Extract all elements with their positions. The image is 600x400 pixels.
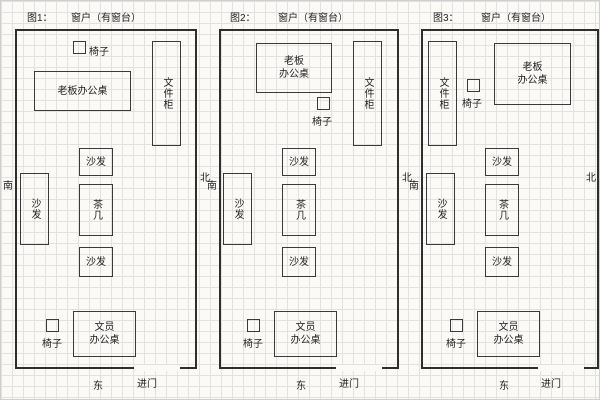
figure1-boss-desk: 老板办公桌 <box>34 71 131 111</box>
figure1-sofa-bottom-label: 沙发 <box>86 256 106 268</box>
figure2-boss-chair-icon <box>317 97 330 110</box>
figure1-boss-desk-label: 老板办公桌 <box>57 85 108 97</box>
figure3-clerk-chair-label: 椅子 <box>446 339 466 350</box>
figure2-door-opening <box>336 365 382 371</box>
figure3-boss-desk-label: 老板 办公桌 <box>517 62 548 86</box>
figure1-sofa-left: 沙发 <box>20 173 49 245</box>
figure2-clerk-chair-label: 椅子 <box>243 339 263 350</box>
figure2-north-label: 北 <box>402 173 412 184</box>
figure2-south-label: 南 <box>207 181 217 192</box>
figure1-tea-table: 茶几 <box>79 184 113 236</box>
figure1-window-label: 窗户（有窗台） <box>71 13 141 24</box>
figure2-clerk-desk-label: 文员 办公桌 <box>290 322 321 346</box>
figure3-door-opening <box>538 365 584 371</box>
figure2-sofa-top: 沙发 <box>282 148 316 176</box>
figure3-clerk-desk: 文员 办公桌 <box>477 311 540 357</box>
figure1-title: 图1： <box>27 13 53 24</box>
figure1-clerk-desk: 文员 办公桌 <box>73 311 136 357</box>
figure2-sofa-top-label: 沙发 <box>289 156 309 168</box>
figure2-east-label: 东 <box>296 381 306 392</box>
figure3-room-outline <box>421 29 599 369</box>
figure1-sofa-left-label: 沙发 <box>29 198 40 220</box>
figure3-tea-table-label: 茶几 <box>496 199 508 221</box>
figure1-door-opening <box>134 365 180 371</box>
figure3-file-cabinet: 文件柜 <box>428 41 457 146</box>
figure3-file-cabinet-label: 文件柜 <box>437 77 448 110</box>
figure1-boss-chair-icon <box>73 41 86 54</box>
figure1-north-label: 北 <box>200 173 210 184</box>
figure3-sofa-top-label: 沙发 <box>492 156 512 168</box>
figure2-tea-table: 茶几 <box>282 184 316 236</box>
figure1-south-label: 南 <box>3 181 13 192</box>
figure3-window-label: 窗户（有窗台） <box>481 13 551 24</box>
figure3-north-label: 北 <box>586 173 596 184</box>
figure2-boss-desk-label: 老板 办公桌 <box>279 56 309 80</box>
figure2-entry-door-label: 进门 <box>339 379 359 390</box>
figure1-room-outline <box>15 29 197 369</box>
figure1-sofa-top-label: 沙发 <box>86 156 106 168</box>
figure2-clerk-chair-icon <box>247 319 260 332</box>
figure1-sofa-top: 沙发 <box>79 148 113 176</box>
figure2-file-cabinet-label: 文件柜 <box>362 77 373 110</box>
figure2-boss-chair-label: 椅子 <box>312 117 332 128</box>
figure1-east-label: 东 <box>93 381 103 392</box>
figure2-tea-table-label: 茶几 <box>293 199 305 221</box>
figure2-sofa-left: 沙发 <box>223 173 252 245</box>
figure3-sofa-left-label: 沙发 <box>435 198 446 220</box>
figure3-sofa-left: 沙发 <box>426 173 455 245</box>
figure1-clerk-chair-icon <box>46 319 59 332</box>
figure3-sofa-bottom-label: 沙发 <box>492 256 512 268</box>
figure3-entry-door-label: 进门 <box>541 379 561 390</box>
figure3-boss-chair-label: 椅子 <box>462 99 482 110</box>
figure3-clerk-chair-icon <box>450 319 463 332</box>
figure2-room-outline <box>219 29 399 369</box>
figure2-clerk-desk: 文员 办公桌 <box>274 311 337 357</box>
figure2-file-cabinet: 文件柜 <box>353 41 382 146</box>
figure1-entry-door-label: 进门 <box>137 379 157 390</box>
figure1-boss-chair-label: 椅子 <box>89 47 109 58</box>
figure3-title: 图3： <box>433 13 459 24</box>
figure3-tea-table: 茶几 <box>485 184 519 236</box>
figure2-title: 图2： <box>230 13 256 24</box>
figure3-sofa-top: 沙发 <box>485 148 519 176</box>
figure1-file-cabinet-label: 文件柜 <box>161 77 172 110</box>
figure3-south-label: 南 <box>409 181 419 192</box>
figure3-east-label: 东 <box>499 381 509 392</box>
figure2-sofa-bottom-label: 沙发 <box>289 256 309 268</box>
figure2-sofa-bottom: 沙发 <box>282 247 316 277</box>
figure1-tea-table-label: 茶几 <box>90 199 102 221</box>
figure1-clerk-chair-label: 椅子 <box>42 339 62 350</box>
figure1-file-cabinet: 文件柜 <box>152 41 181 146</box>
figure1-sofa-bottom: 沙发 <box>79 247 113 277</box>
figure3-clerk-desk-label: 文员 办公桌 <box>493 322 524 346</box>
figure3-boss-desk: 老板 办公桌 <box>494 43 571 105</box>
figure3-sofa-bottom: 沙发 <box>485 247 519 277</box>
figure2-boss-desk: 老板 办公桌 <box>256 43 332 93</box>
figure2-sofa-left-label: 沙发 <box>232 198 243 220</box>
figure1-clerk-desk-label: 文员 办公桌 <box>89 322 120 346</box>
figure2-window-label: 窗户（有窗台） <box>278 13 348 24</box>
figure3-boss-chair-icon <box>467 79 480 92</box>
